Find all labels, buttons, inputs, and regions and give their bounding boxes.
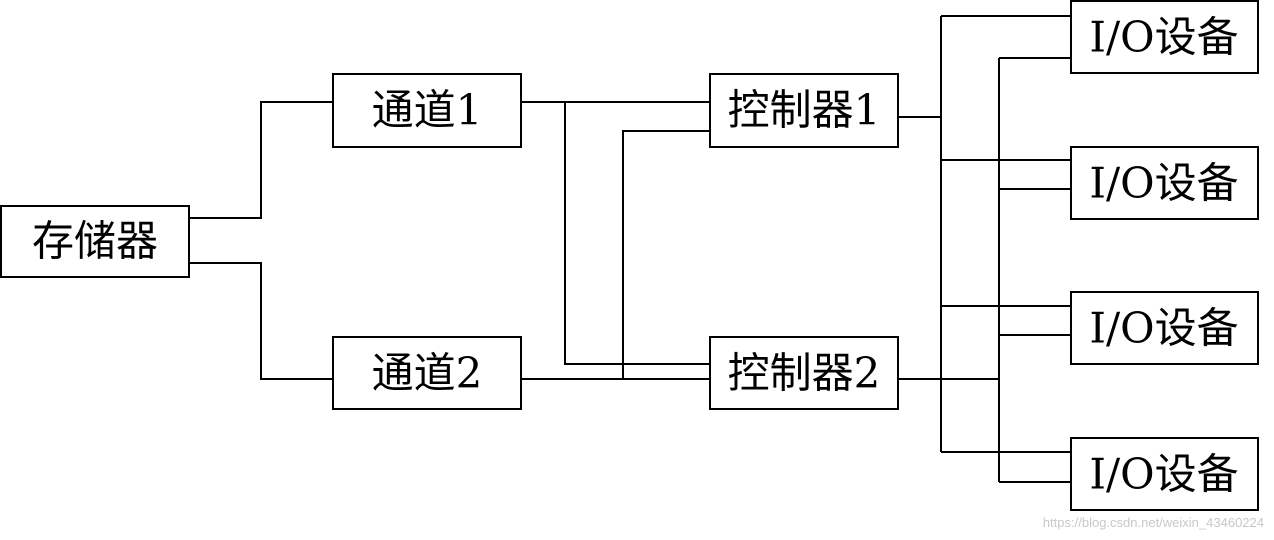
channel-controller-links bbox=[521, 101, 710, 380]
channel2-label: 通道2 bbox=[372, 349, 483, 398]
watermark-text: https://blog.csdn.net/weixin_43460224 bbox=[1042, 515, 1264, 530]
controller-io-links bbox=[898, 15, 1071, 483]
memory-to-channel1-line bbox=[189, 101, 333, 219]
io-device-label: I/O设备 bbox=[1089, 304, 1238, 353]
controller1-label: 控制器1 bbox=[728, 86, 881, 135]
memory-label: 存储器 bbox=[32, 217, 158, 266]
channel1-label: 通道1 bbox=[372, 86, 483, 135]
io-device-node-2: I/O设备 bbox=[1070, 146, 1259, 220]
channel2-node: 通道2 bbox=[332, 336, 522, 410]
controller2-node: 控制器2 bbox=[709, 336, 899, 410]
io-device-label: I/O设备 bbox=[1089, 159, 1238, 208]
memory-channel-links bbox=[189, 101, 333, 380]
io-device-label: I/O设备 bbox=[1089, 450, 1238, 499]
io-device-node-1: I/O设备 bbox=[1070, 0, 1259, 74]
channel1-to-controller2-line bbox=[564, 102, 710, 365]
io-device-node-4: I/O设备 bbox=[1070, 437, 1259, 511]
controller1-node: 控制器1 bbox=[709, 73, 899, 148]
channel2-to-controller1-line bbox=[622, 130, 710, 379]
io-device-label: I/O设备 bbox=[1089, 13, 1238, 62]
channel1-node: 通道1 bbox=[332, 73, 522, 148]
io-device-node-3: I/O设备 bbox=[1070, 291, 1259, 365]
controller2-label: 控制器2 bbox=[728, 349, 881, 398]
memory-node: 存储器 bbox=[0, 205, 190, 278]
memory-to-channel2-line bbox=[189, 262, 333, 380]
